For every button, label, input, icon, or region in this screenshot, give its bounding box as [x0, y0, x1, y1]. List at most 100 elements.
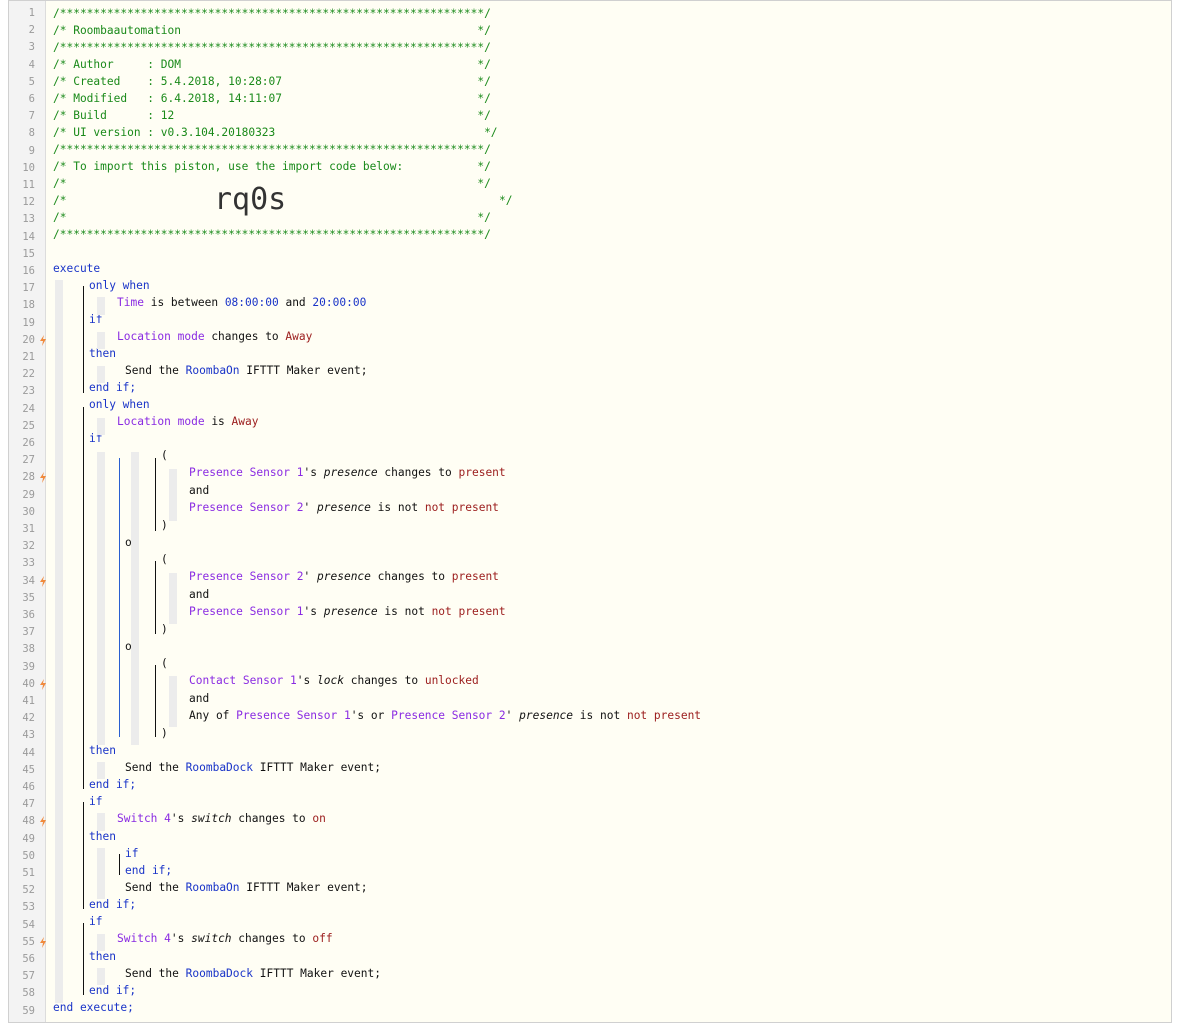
header-import-right: */: [499, 194, 513, 207]
line-number: 3: [28, 41, 35, 54]
line-number: 46: [22, 781, 35, 793]
line-number: 2: [28, 24, 35, 37]
operator: is not: [579, 709, 621, 722]
line-number: 36: [22, 609, 35, 621]
indent-bar: [131, 452, 139, 745]
then-keyword: then: [89, 347, 116, 360]
line-number: 6: [28, 93, 35, 105]
line-number: 35: [22, 591, 35, 604]
event-name: RoombaDock: [185, 761, 253, 774]
line-number: 37: [22, 626, 35, 639]
action-send-roomba-dock[interactable]: Send the RoombaDock IFTTT Maker event;: [125, 759, 381, 776]
attribute: presence: [323, 605, 378, 618]
value: present: [458, 466, 506, 479]
indent-bar: [55, 280, 63, 1003]
attribute: presence: [317, 501, 371, 514]
indent-bar: [97, 452, 105, 745]
header-import-note: /* To import this piston, use the import…: [53, 160, 491, 173]
attribute: presence: [317, 570, 371, 583]
line-number: 58: [22, 987, 35, 1000]
trigger-bolt-icon: [40, 936, 46, 948]
line-number: 25: [22, 419, 35, 432]
then-keyword: then: [89, 830, 116, 843]
operator: changes to: [238, 812, 306, 825]
operator: is not: [384, 605, 425, 618]
send-the: Send the: [125, 364, 179, 377]
line-number: 18: [22, 299, 35, 312]
indent-bar: [97, 847, 105, 900]
send-the: Send the: [125, 881, 179, 894]
import-code[interactable]: rq0s: [214, 182, 287, 217]
if-keyword: if: [89, 313, 103, 326]
header-created: /* Created : 5.4.2018, 10:28:07 */: [53, 75, 491, 88]
indent-bar: [97, 297, 105, 315]
condition-ps2-is-not[interactable]: Presence Sensor 2' presence is not not p…: [189, 499, 499, 516]
condition-time[interactable]: Time is between 08:00:00 and 20:00:00: [117, 294, 366, 311]
line-number: 26: [22, 437, 35, 449]
possessive: ': [505, 709, 513, 722]
indent-bar: [169, 469, 177, 521]
value: off: [312, 932, 333, 945]
line-number: 40: [22, 677, 35, 690]
condition-ps1-changes[interactable]: Presence Sensor 1's presence changes to …: [189, 464, 506, 481]
open-paren: (: [161, 657, 168, 670]
line-number: 44: [22, 746, 35, 759]
header-ui-version: /* UI version : v0.3.104.20180323 */: [53, 126, 498, 139]
condition-switch-off[interactable]: Switch 4's switch changes to off: [117, 930, 333, 947]
line-number: 1: [28, 7, 35, 19]
header-modified: /* Modified : 6.4.2018, 14:11:07 */: [53, 92, 491, 105]
operator: changes to: [238, 932, 306, 945]
condition-location-changes[interactable]: Location mode changes to Away: [117, 328, 312, 345]
operator: changes to: [377, 570, 446, 583]
s-or: 's or: [350, 709, 385, 722]
action-send-roomba-on[interactable]: Send the RoombaOn IFTTT Maker event;: [125, 362, 368, 379]
attribute: switch: [191, 932, 232, 945]
line-number: 39: [22, 660, 35, 673]
operator: changes to: [384, 466, 452, 479]
indent-bar: [169, 572, 177, 625]
event-suffix: IFTTT Maker event;: [259, 761, 381, 774]
line-number: 47: [22, 798, 35, 811]
condition-ps1-is-not[interactable]: Presence Sensor 1's presence is not not …: [189, 603, 506, 620]
condition-ps2-changes[interactable]: Presence Sensor 2' presence changes to p…: [189, 568, 499, 585]
if-keyword: if: [89, 915, 103, 928]
line-number: 23: [22, 385, 35, 398]
end-if-keyword: end if;: [89, 898, 137, 911]
action-send-roomba-dock[interactable]: Send the RoombaDock IFTTT Maker event;: [125, 965, 381, 982]
line-number: 41: [22, 695, 35, 707]
line-number: 51: [22, 867, 35, 879]
if-keyword: if: [89, 432, 103, 445]
operator: is: [211, 415, 225, 428]
attribute: switch: [191, 812, 232, 825]
header-author: /* Author : DOM */: [53, 58, 491, 71]
line-number: 22: [22, 368, 35, 381]
condition-contact-lock[interactable]: Contact Sensor 1's lock changes to unloc…: [189, 672, 479, 689]
location-mode: Location mode: [117, 415, 205, 428]
condition-location-is[interactable]: Location mode is Away: [117, 413, 259, 430]
possessive: 's: [170, 932, 185, 945]
time-operand: Time: [117, 296, 144, 309]
end-if-keyword: end if;: [89, 381, 137, 394]
line-number: 55: [22, 935, 35, 948]
location-mode: Location mode: [117, 330, 205, 343]
condition-switch-on[interactable]: Switch 4's switch changes to on: [117, 810, 326, 827]
block-rail: [83, 802, 84, 910]
send-the: Send the: [125, 967, 179, 980]
action-send-roomba-on[interactable]: Send the RoombaOn IFTTT Maker event;: [125, 879, 368, 896]
line-number: 34: [22, 574, 35, 587]
possessive: 's: [303, 605, 317, 618]
line-number: 15: [22, 247, 35, 260]
possessive: 's: [296, 674, 311, 687]
open-paren: (: [161, 553, 168, 566]
device: Presence Sensor 2: [189, 501, 304, 514]
value: not present: [626, 709, 702, 722]
close-paren: ): [161, 727, 168, 740]
line-number: 19: [22, 316, 35, 329]
line-number: 52: [22, 884, 35, 897]
condition-any-presence[interactable]: Any of Presence Sensor 1's or Presence S…: [189, 707, 701, 724]
possessive: ': [303, 570, 311, 583]
line-number: 9: [28, 144, 35, 157]
value: not present: [431, 605, 506, 618]
value: present: [451, 570, 499, 583]
operator: changes to: [350, 674, 419, 687]
